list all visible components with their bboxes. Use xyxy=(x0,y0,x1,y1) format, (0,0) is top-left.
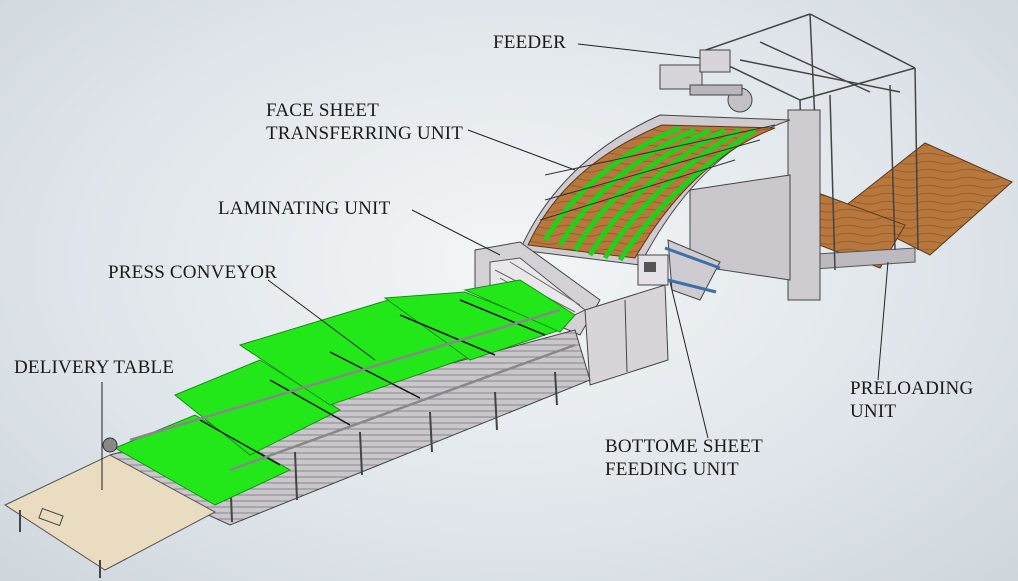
label-press-conveyor: PRESS CONVEYOR xyxy=(108,262,278,283)
delivery-table xyxy=(3,437,217,578)
label-face-sheet-line2: TRANSFERRING UNIT xyxy=(266,123,464,144)
leader-feeder xyxy=(577,43,701,59)
face-sheet-transfer-ramp xyxy=(519,114,791,281)
feeder-head xyxy=(659,49,821,301)
leader-face-sheet xyxy=(467,129,576,171)
press-conveyor-belts xyxy=(113,279,576,506)
label-preloading-line2: UNIT xyxy=(850,401,897,422)
leader-press-conveyor xyxy=(267,279,376,361)
leader-bottom-sheet xyxy=(669,281,709,439)
label-face-sheet-line1: FACE SHEET xyxy=(266,100,380,121)
leader-laminating xyxy=(411,209,501,256)
label-delivery-table: DELIVERY TABLE xyxy=(14,357,175,378)
label-bottom-sheet-line2: FEEDING UNIT xyxy=(605,459,739,480)
label-bottom-sheet-line1: BOTTOME SHEET xyxy=(605,436,763,457)
label-preloading-line1: PRELOADING xyxy=(850,378,974,399)
label-laminating-unit: LAMINATING UNIT xyxy=(218,198,391,219)
label-feeder: FEEDER xyxy=(493,32,566,53)
leader-preloading xyxy=(877,261,889,381)
bottom-sheet-feeding-unit xyxy=(664,239,721,301)
leader-lines xyxy=(101,43,889,490)
